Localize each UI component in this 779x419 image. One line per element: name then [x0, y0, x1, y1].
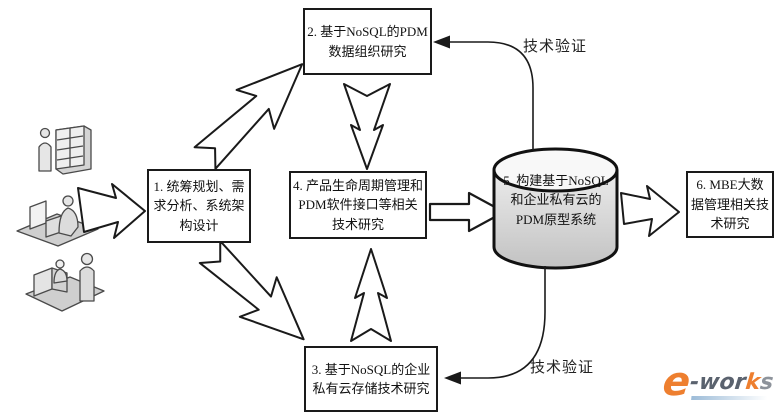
eworks-logo: e-works: [660, 359, 775, 414]
box-6-mbe-big-data: 6. MBE大数据管理相关技术研究: [686, 171, 774, 238]
arrow-box2-to-box4: [343, 83, 391, 170]
person-workstation-icon: [16, 195, 99, 247]
people-service-counter-icon: [25, 252, 105, 312]
arrow-people-to-box1: [77, 183, 146, 239]
tech-verification-label-bottom: 技术验证: [530, 360, 595, 376]
box-3-label: 3. 基于NoSQL的企业私有云存储技术研究: [311, 361, 431, 397]
arrow-cylinder-to-box2-feedback: [433, 35, 534, 150]
cylinder-5-pdm-prototype-system: 5. 构建基于NoSQL和企业私有云的PDM原型系统: [499, 152, 613, 248]
cylinder-5-label: 5. 构建基于NoSQL和企业私有云的PDM原型系统: [503, 172, 609, 227]
box-3-private-cloud-storage: 3. 基于NoSQL的企业私有云存储技术研究: [304, 346, 438, 412]
arrow-box1-to-box2: [193, 63, 304, 170]
eworks-logo-underline-bar: [691, 396, 768, 400]
arrow-box3-to-box4: [350, 248, 392, 342]
arrow-cylinder-to-box6: [620, 185, 680, 237]
box-4-label: 4. 产品生命周期管理和PDM软件接口等相关技术研究: [293, 177, 424, 232]
arrow-cylinder-to-box3-feedback: [444, 266, 546, 385]
box-1-overall-planning: 1. 统筹规划、需求分析、系统架构设计: [147, 169, 251, 243]
box-6-label: 6. MBE大数据管理相关技术研究: [690, 177, 769, 232]
person-server-rack-icon: [38, 125, 92, 175]
tech-verification-label-top: 技术验证: [523, 39, 588, 55]
box-2-label: 2. 基于NoSQL的PDM数据组织研究: [307, 24, 428, 59]
arrow-box4-to-cylinder: [428, 191, 506, 233]
box-1-label: 1. 统筹规划、需求分析、系统架构设计: [153, 178, 245, 233]
eworks-logo-e: e: [660, 359, 693, 405]
eworks-logo-s: s: [758, 370, 775, 395]
arrow-box1-to-box3: [198, 240, 305, 341]
cylinder-prototype-system: [492, 147, 619, 270]
eworks-logo-wor: -wor: [688, 370, 747, 395]
box-4-plm-pdm-interface-research: 4. 产品生命周期管理和PDM软件接口等相关技术研究: [289, 171, 427, 239]
box-2-nosql-pdm-data-organization: 2. 基于NoSQL的PDM数据组织研究: [303, 8, 432, 75]
